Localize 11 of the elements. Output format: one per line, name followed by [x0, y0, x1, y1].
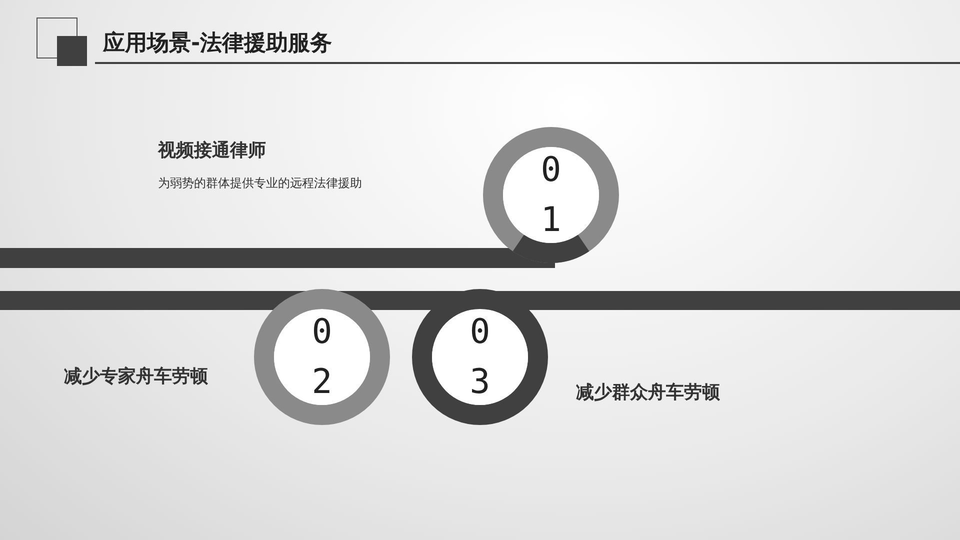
step-number: 01 — [540, 149, 562, 242]
numbered-circle — [483, 127, 619, 263]
numbered-circle — [412, 289, 548, 425]
step-number: 03 — [468, 311, 492, 404]
step-heading: 视频接通律师 — [158, 139, 266, 162]
step-number: 02 — [310, 311, 334, 404]
step-description: 为弱势的群体提供专业的远程法律援助 — [158, 175, 362, 192]
numbered-circle — [254, 289, 390, 425]
step-heading: 减少群众舟车劳顿 — [576, 381, 720, 404]
step-heading: 减少专家舟车劳顿 — [64, 365, 208, 388]
slide-title: 应用场景-法律援助服务 — [103, 30, 332, 58]
